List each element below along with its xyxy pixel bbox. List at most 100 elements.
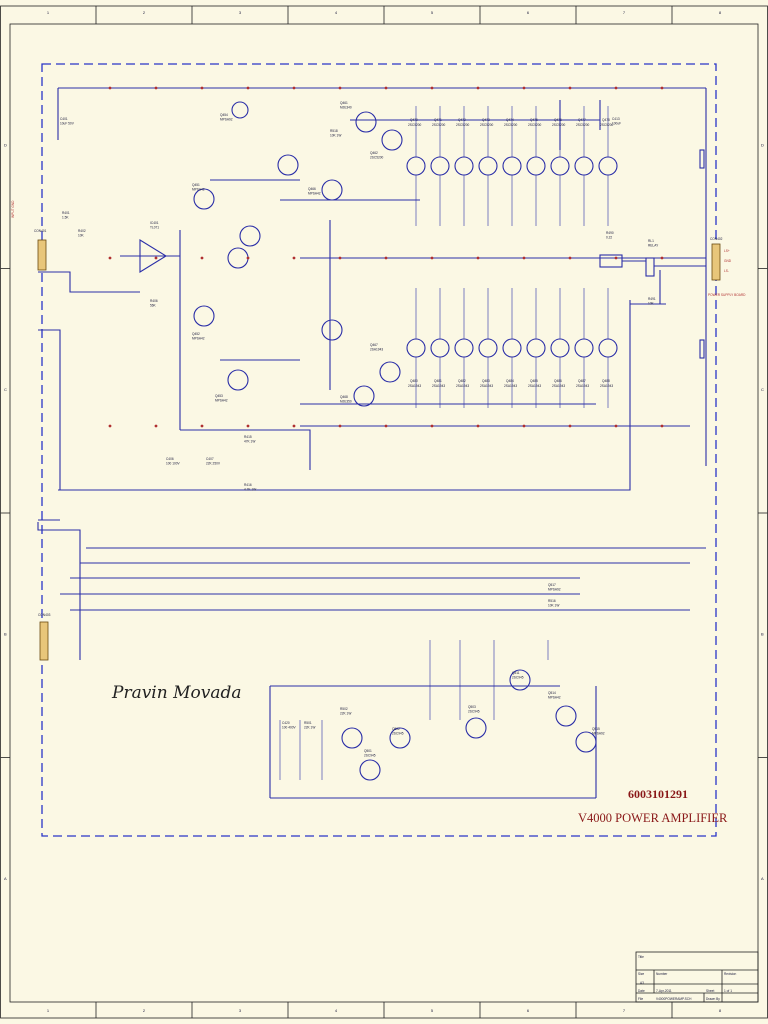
output-transistor (574, 156, 594, 176)
column-ticks (95, 6, 673, 1018)
driver-part: MPSA42 (308, 192, 321, 196)
column-label-bottom: 3 (239, 1008, 242, 1013)
output-transistor-ref: Q485 (530, 379, 538, 383)
component-value: 2SC945 (512, 676, 524, 680)
component-ref: C407 (206, 457, 214, 461)
driver-stage (139, 101, 403, 407)
output-transistor-ref: Q487 (578, 379, 586, 383)
component-value: 1.5K (62, 216, 69, 220)
column-label: 7 (623, 10, 626, 15)
output-transistor-ref: Q481 (434, 379, 442, 383)
connector-output-ls-minus: LS- (724, 269, 729, 273)
component-ref: R501 (304, 721, 312, 725)
title-block: Title Size Number Revision A3 Date 7-Apr… (635, 951, 759, 1003)
component-value: MPSA42 (548, 696, 561, 700)
output-transistor-ref: Q480 (410, 379, 418, 383)
connector-output-gnd: GND (724, 259, 732, 263)
output-transistor (454, 338, 474, 358)
output-transistor-part: 2SC5200 (480, 123, 494, 127)
connector-power-ref: CON403 (38, 613, 51, 617)
output-transistor-part: 2SA1943 (528, 384, 541, 388)
column-label: 5 (431, 10, 434, 15)
svg-text:7-Apr-2011: 7-Apr-2011 (656, 989, 672, 993)
column-label-bottom: 8 (719, 1008, 722, 1013)
svg-text:1 of 1: 1 of 1 (724, 989, 732, 993)
row-label: A (4, 876, 7, 881)
driver-ref: Q451 (192, 183, 200, 187)
output-transistor (574, 338, 594, 358)
component-value: 4.7K 1W (244, 488, 256, 492)
component-ref: R491 (648, 297, 656, 301)
board-outline (41, 63, 717, 837)
connector-power[interactable] (39, 621, 49, 661)
column-label-bottom: 2 (143, 1008, 146, 1013)
connector-input[interactable] (37, 239, 47, 271)
output-transistor-ref: Q475 (530, 118, 538, 122)
schematic-title: V4000 POWER AMPLIFIER (578, 811, 728, 825)
connector-output-ls-plus: LS+ (724, 249, 730, 253)
output-transistor-part: 2SA1943 (408, 384, 421, 388)
svg-text:Title: Title (638, 955, 644, 959)
component-value: 10K (78, 234, 85, 238)
svg-text:Size: Size (638, 972, 644, 976)
component-ref: C413 (612, 117, 620, 121)
output-transistor-part: 2SC5200 (504, 123, 518, 127)
component-ref: R518 (330, 129, 338, 133)
component-value: 100 400V (282, 726, 297, 730)
component-ref: R416 (244, 483, 252, 487)
component-value: 100uF (612, 122, 621, 126)
driver-ref: Q468 (340, 395, 348, 399)
output-transistor (526, 156, 546, 176)
transistor-symbol (355, 111, 377, 133)
connector-output[interactable] (711, 243, 721, 281)
component-value: 2SC945 (392, 732, 404, 736)
component-value: 2SC945 (364, 754, 376, 758)
component-value: 10K (648, 302, 655, 306)
row-label-right: A (761, 876, 764, 881)
power-supply-board-label: POWER SUPPLY BOARD (708, 293, 746, 297)
output-transistor-part: 2SA1943 (600, 384, 613, 388)
component-value: 2SC945 (468, 710, 480, 714)
component-ref: IC401 (150, 221, 159, 225)
output-transistor-part: 2SC5200 (552, 123, 566, 127)
output-transistor-part: 2SA1943 (456, 384, 469, 388)
driver-ref: Q467 (370, 343, 378, 347)
svg-text:Date: Date (638, 989, 645, 993)
component-ref: R406 (150, 299, 158, 303)
output-transistor-part: 2SA1943 (504, 384, 517, 388)
output-transistor-ref: Q476 (554, 118, 562, 122)
driver-ref: Q454 (220, 113, 228, 117)
output-transistor-part: 2SA1943 (432, 384, 445, 388)
component-value: MPSA92 (548, 588, 561, 592)
column-label-bottom: 4 (335, 1008, 338, 1013)
inner-frame (9, 23, 759, 1003)
component-ref: Q511 (512, 671, 520, 675)
output-transistor-part: 2SC5200 (408, 123, 422, 127)
component-ref: RL1 (648, 239, 654, 243)
output-transistors-bottom (406, 288, 618, 408)
output-transistor (502, 156, 522, 176)
transistor-symbol (231, 101, 249, 119)
component-value: 22K 1W (340, 712, 351, 716)
output-transistor-part: 2SC5200 (432, 123, 446, 127)
output-transistor-ref: Q471 (434, 118, 442, 122)
component-value: TL071 (150, 226, 159, 230)
component-value: 22K 1W (304, 726, 315, 730)
component-value: MPSA92 (592, 732, 605, 736)
svg-text:Sheet: Sheet (706, 989, 714, 993)
driver-ref: Q466 (308, 187, 316, 191)
component-value: 0.22 (606, 236, 612, 240)
driver-labels: Q461MJE340Q4622SC5200Q466MPSA42Q4672SA19… (192, 101, 384, 404)
output-labels-bottom: Q4802SA1943Q4812SA1943Q4822SA1943Q4832SA… (408, 379, 613, 388)
row-label: C (4, 387, 7, 392)
svg-text:Revision: Revision (724, 972, 736, 976)
component-ref: C420 (282, 721, 290, 725)
connector-input-label: INPUT GND (11, 200, 15, 218)
output-transistor-part: 2SC5200 (576, 123, 590, 127)
column-label: 6 (527, 10, 530, 15)
output-transistor-part: 2SC5200 (528, 123, 542, 127)
column-label: 3 (239, 10, 242, 15)
row-label-right: D (761, 142, 764, 147)
column-label-bottom: 1 (47, 1008, 50, 1013)
